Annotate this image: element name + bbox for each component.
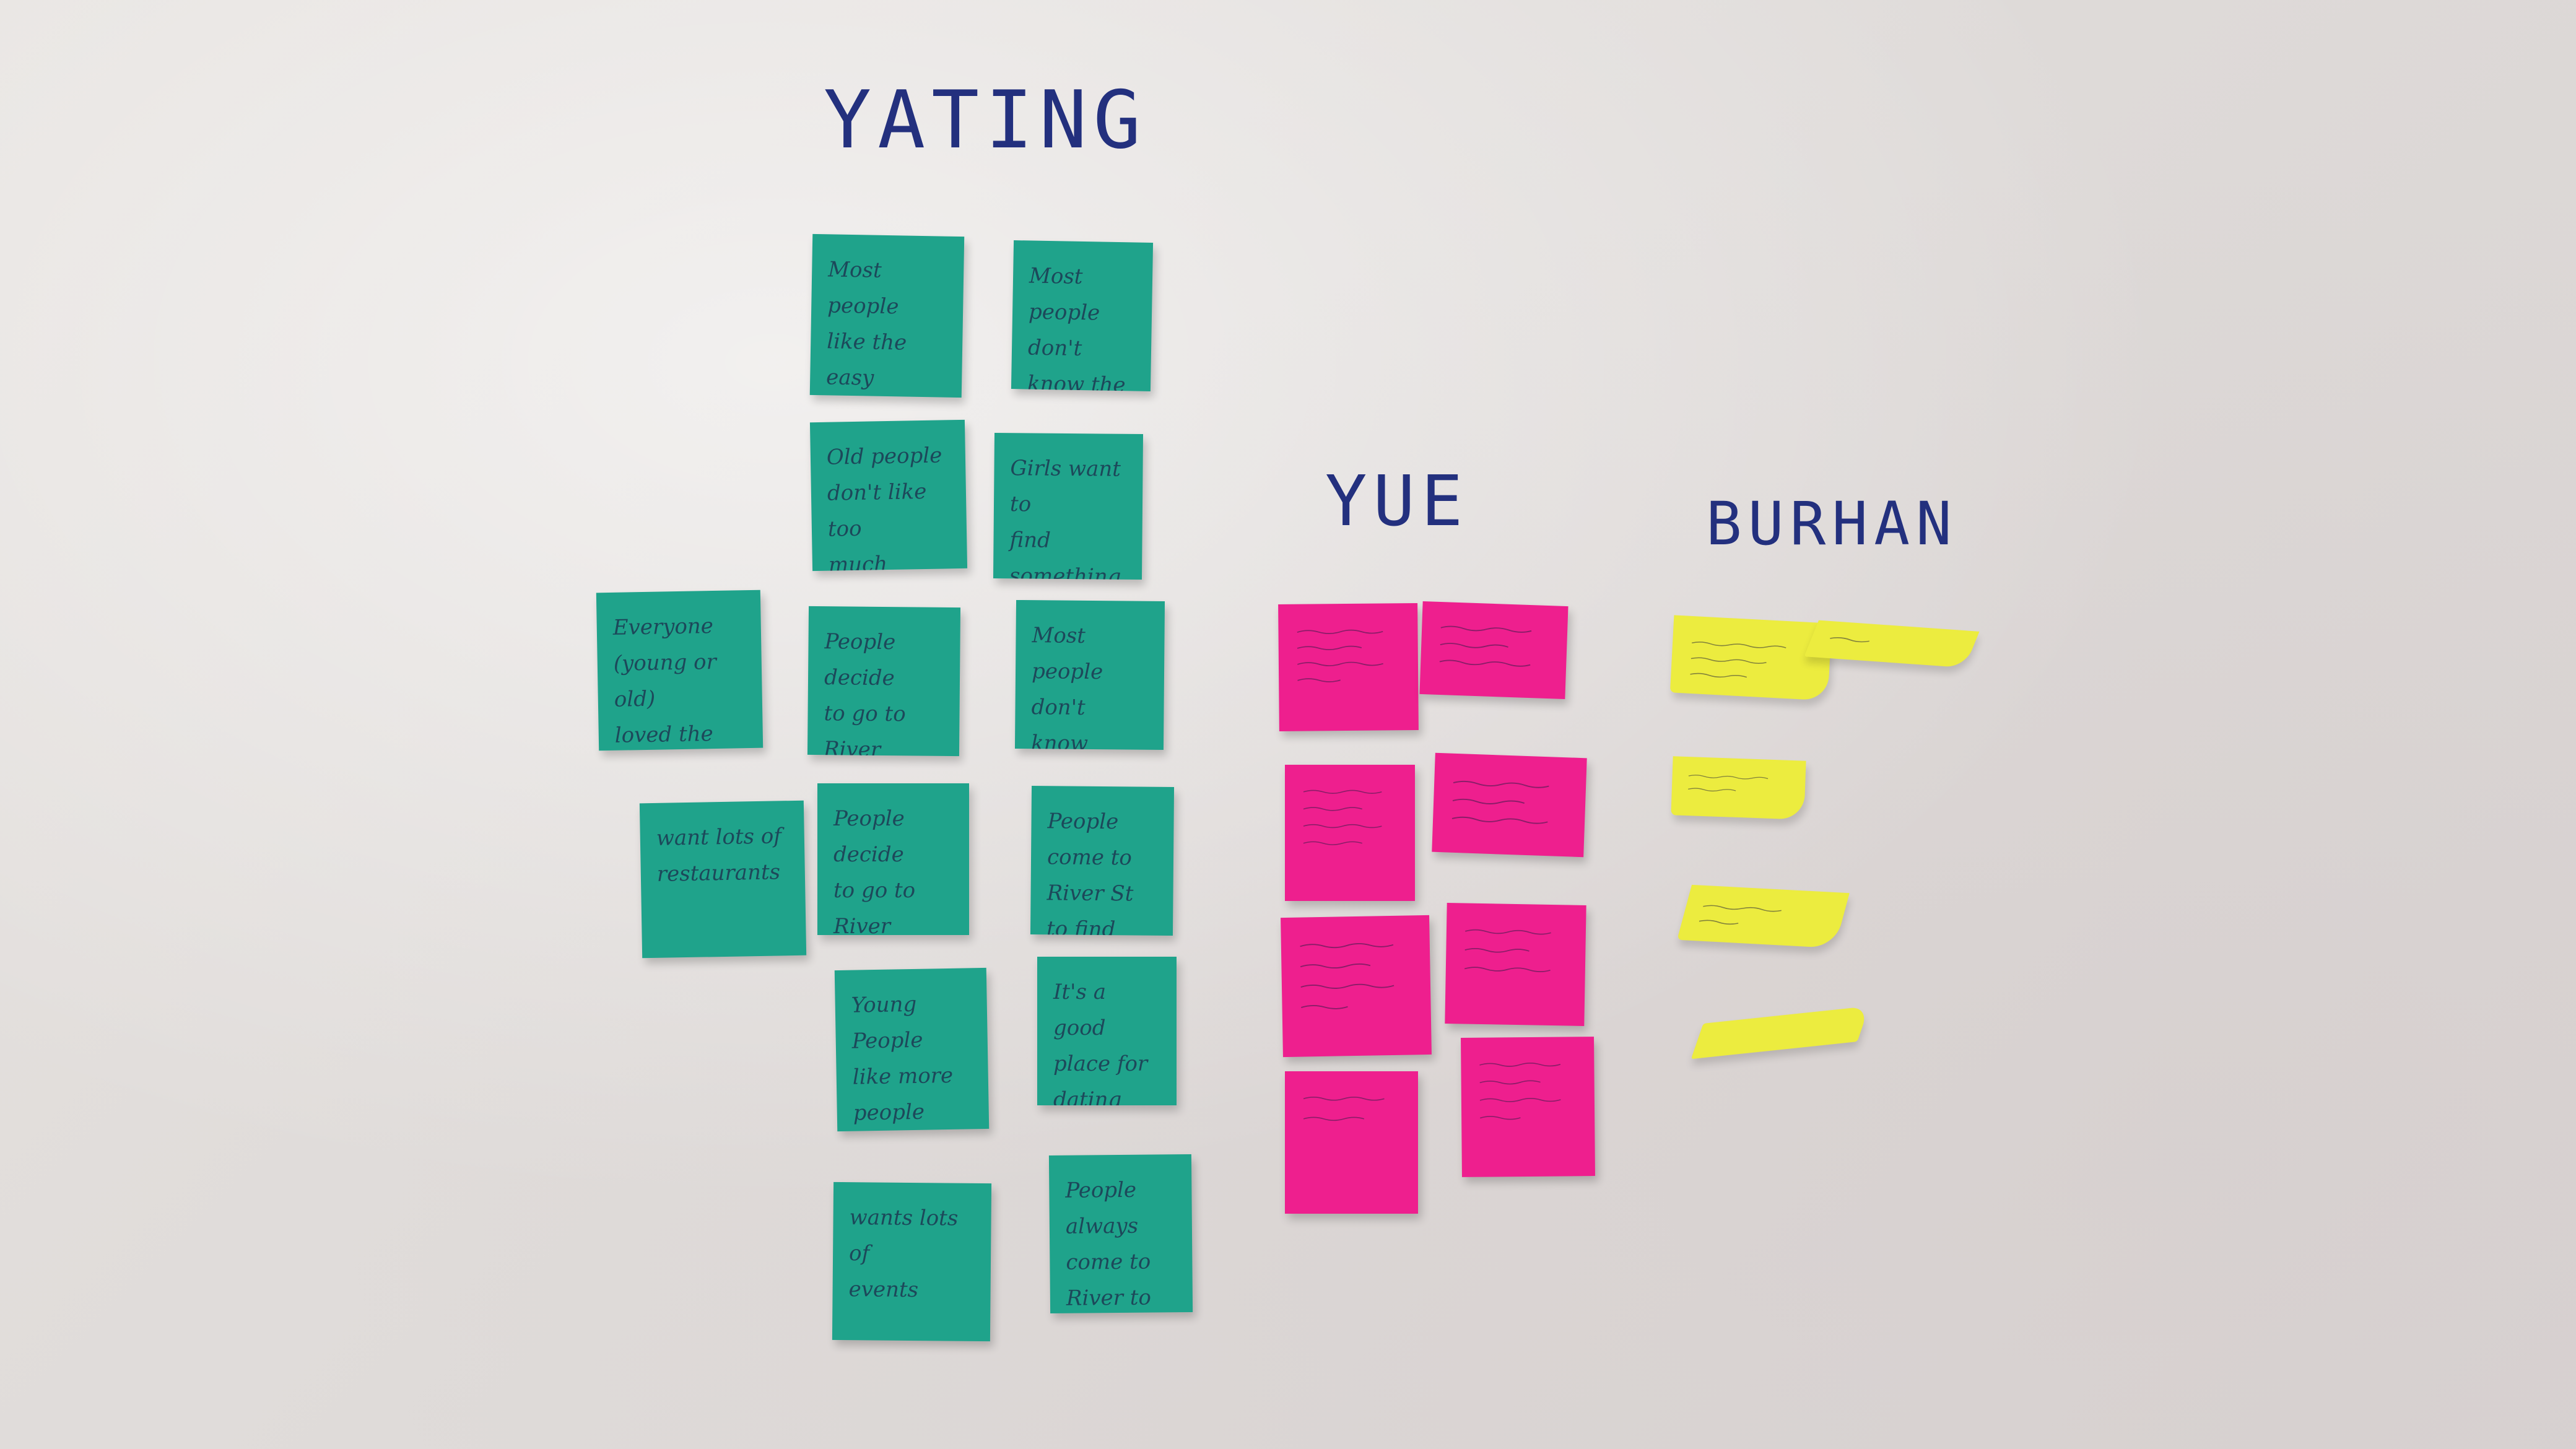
sticky-note-teal: Most people like the easy access to Rive… xyxy=(809,233,965,398)
note-text: Young People like more people there (For… xyxy=(851,991,954,1126)
handwriting-scribble xyxy=(1479,1063,1561,1120)
handwriting-scribble xyxy=(1688,775,1769,792)
sticky-note-teal: People come to River St to find Some sea… xyxy=(1030,786,1175,936)
sticky-note-teal: It's a good place for dating xyxy=(1037,957,1177,1105)
sticky-note-pink xyxy=(1432,752,1587,858)
sticky-note-teal: Most people don't know there is a websit… xyxy=(1014,599,1165,751)
sticky-note-yellow xyxy=(1690,1006,1870,1060)
note-text: People always come to River to visit fri… xyxy=(1065,1177,1152,1311)
handwriting-scribble xyxy=(1830,637,1869,643)
handwriting-scribble xyxy=(1439,625,1532,667)
sticky-note-teal: Everyone (young or old) loved the eat on… xyxy=(596,590,764,751)
handwriting-scribble xyxy=(1300,942,1395,1009)
sticky-note-teal: People decide to go to River St depend o… xyxy=(807,606,961,757)
heading-yue: YUE xyxy=(1325,461,1469,542)
sticky-note-teal: Girls want to find something romantic xyxy=(993,432,1144,580)
sticky-note-teal: want lots of restaurants xyxy=(639,800,807,959)
handwriting-scribble xyxy=(1464,929,1551,972)
note-text: Girls want to find something romantic xyxy=(1009,456,1121,580)
note-text: Everyone (young or old) loved the eat on… xyxy=(612,614,717,748)
sticky-note-pink xyxy=(1281,915,1432,1058)
sticky-note-teal: People decide to go to River St depend o… xyxy=(817,783,969,935)
note-text: Most people don't know the events in Riv… xyxy=(1027,263,1126,391)
sticky-note-teal: Young People like more people there (For… xyxy=(834,967,990,1132)
handwriting-scribble xyxy=(1690,642,1786,678)
sticky-note-pink xyxy=(1445,903,1586,1026)
sticky-note-yellow xyxy=(1804,620,1980,668)
note-text: wants lots of events xyxy=(848,1205,959,1303)
note-text: Most people like the easy access to Rive… xyxy=(825,257,907,391)
sticky-note-yellow xyxy=(1671,756,1806,820)
sticky-note-teal: Old people don't like too much people th… xyxy=(809,419,968,572)
handwriting-scribble xyxy=(1303,1097,1385,1121)
note-text: It's a good place for dating xyxy=(1053,980,1148,1105)
heading-yating: YATING xyxy=(824,74,1147,167)
sticky-note-pink xyxy=(1461,1037,1595,1177)
note-text: Old people don't like too much people th… xyxy=(826,443,942,572)
sticky-note-pink xyxy=(1419,601,1569,700)
handwriting-scribble xyxy=(1451,780,1549,824)
sticky-note-yellow xyxy=(1669,615,1832,701)
handwriting-scribble xyxy=(1297,629,1383,682)
heading-burhan: BURHAN xyxy=(1706,489,1958,559)
sticky-note-teal: Most people don't know the events in Riv… xyxy=(1011,240,1154,391)
note-text: People come to River St to find Some sea… xyxy=(1046,809,1134,936)
sticky-note-teal: People always come to River to visit fri… xyxy=(1048,1154,1193,1313)
sticky-note-yellow xyxy=(1677,884,1850,949)
sticky-note-pink xyxy=(1285,765,1415,901)
note-text: want lots of restaurants xyxy=(656,824,782,887)
sticky-note-teal: wants lots of events xyxy=(832,1181,992,1342)
note-text: People decide to go to River St depend o… xyxy=(833,806,916,935)
handwriting-scribble xyxy=(1303,790,1382,845)
note-text: Most people don't know there is a websit… xyxy=(1030,623,1103,751)
note-text: People decide to go to River St depend o… xyxy=(823,629,906,757)
sticky-note-pink xyxy=(1285,1071,1418,1214)
handwriting-scribble xyxy=(1699,905,1782,925)
sticky-note-pink xyxy=(1278,603,1419,731)
